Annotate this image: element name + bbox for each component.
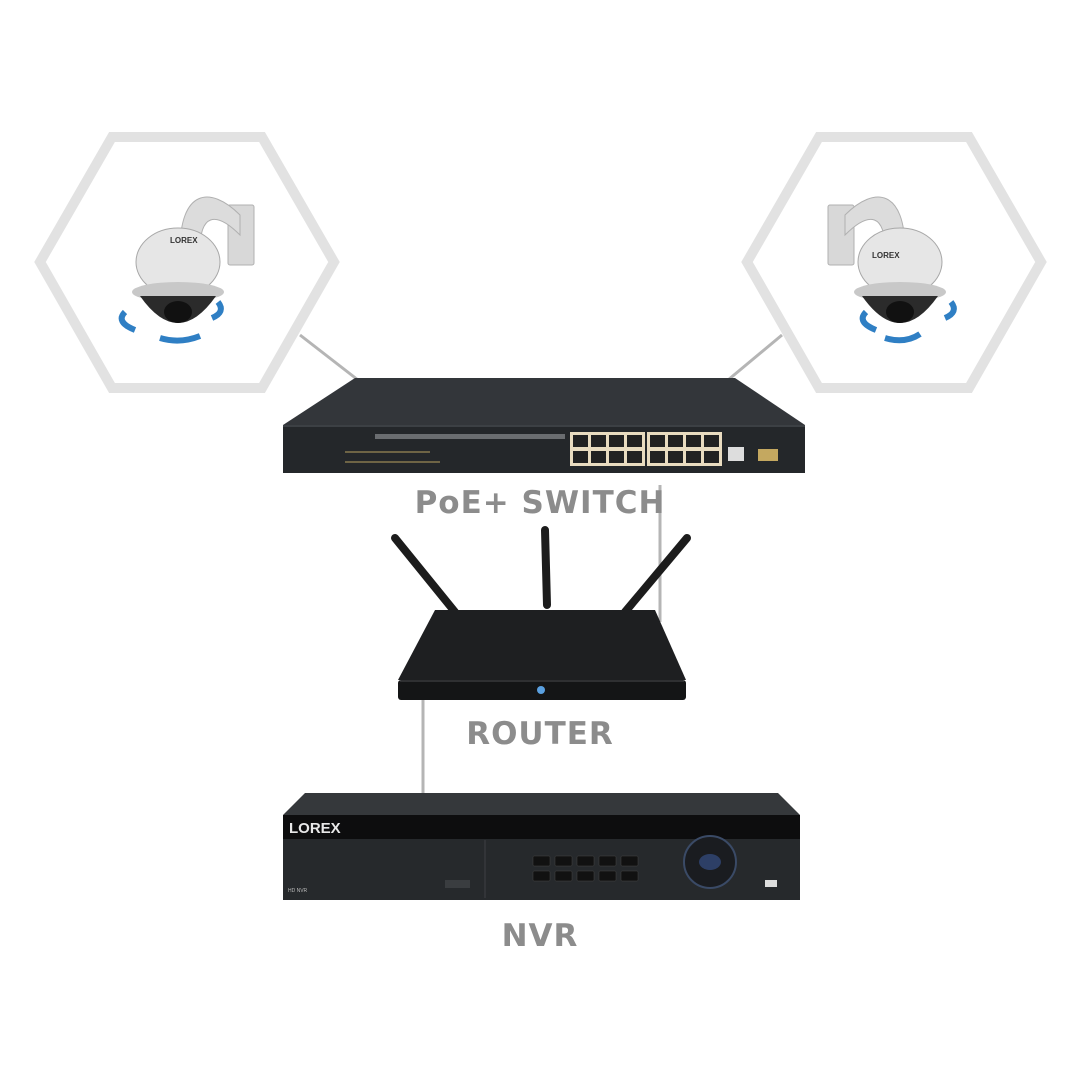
switch-port xyxy=(627,435,642,447)
camera-right-icon: LOREX xyxy=(827,196,957,344)
switch-port xyxy=(609,435,624,447)
switch-port xyxy=(686,435,701,447)
switch-port xyxy=(668,435,683,447)
svg-text:HD NVR: HD NVR xyxy=(288,888,308,894)
svg-text:LOREX: LOREX xyxy=(289,820,341,837)
nvr-front-button xyxy=(620,855,639,867)
switch-port xyxy=(650,435,665,447)
nvr-front-button xyxy=(576,855,595,867)
nvr-icon: LOREX HD NVR xyxy=(283,793,800,900)
switch-port xyxy=(609,451,624,463)
svg-text:LOREX: LOREX xyxy=(872,251,900,260)
line-camera-left-to-switch xyxy=(299,333,359,382)
router-icon xyxy=(391,526,691,700)
switch-port xyxy=(668,451,683,463)
connectors xyxy=(299,333,783,795)
nvr-front-button xyxy=(598,855,617,867)
switch-port xyxy=(704,435,719,447)
nvr-front-button xyxy=(576,870,595,882)
svg-text:LOREX: LOREX xyxy=(170,236,198,245)
line-camera-right-to-switch xyxy=(727,333,783,382)
nvr-front-button xyxy=(554,855,573,867)
router-label: ROUTER xyxy=(466,716,614,752)
switch-port xyxy=(591,451,606,463)
switch-label: PoE+ SWITCH xyxy=(414,485,666,521)
switch-port xyxy=(650,451,665,463)
switch-port xyxy=(573,451,588,463)
nvr-front-button xyxy=(532,855,551,867)
switch-port xyxy=(573,435,588,447)
camera-left-icon: LOREX xyxy=(118,196,255,344)
nvr-front-button xyxy=(532,870,551,882)
nvr-front-button xyxy=(554,870,573,882)
nvr-front-button xyxy=(598,870,617,882)
switch-port xyxy=(686,451,701,463)
switch-port xyxy=(627,451,642,463)
nvr-label: NVR xyxy=(501,918,579,954)
poe-switch-icon xyxy=(283,378,805,473)
switch-port xyxy=(591,435,606,447)
switch-port xyxy=(704,451,719,463)
nvr-front-button xyxy=(620,870,639,882)
